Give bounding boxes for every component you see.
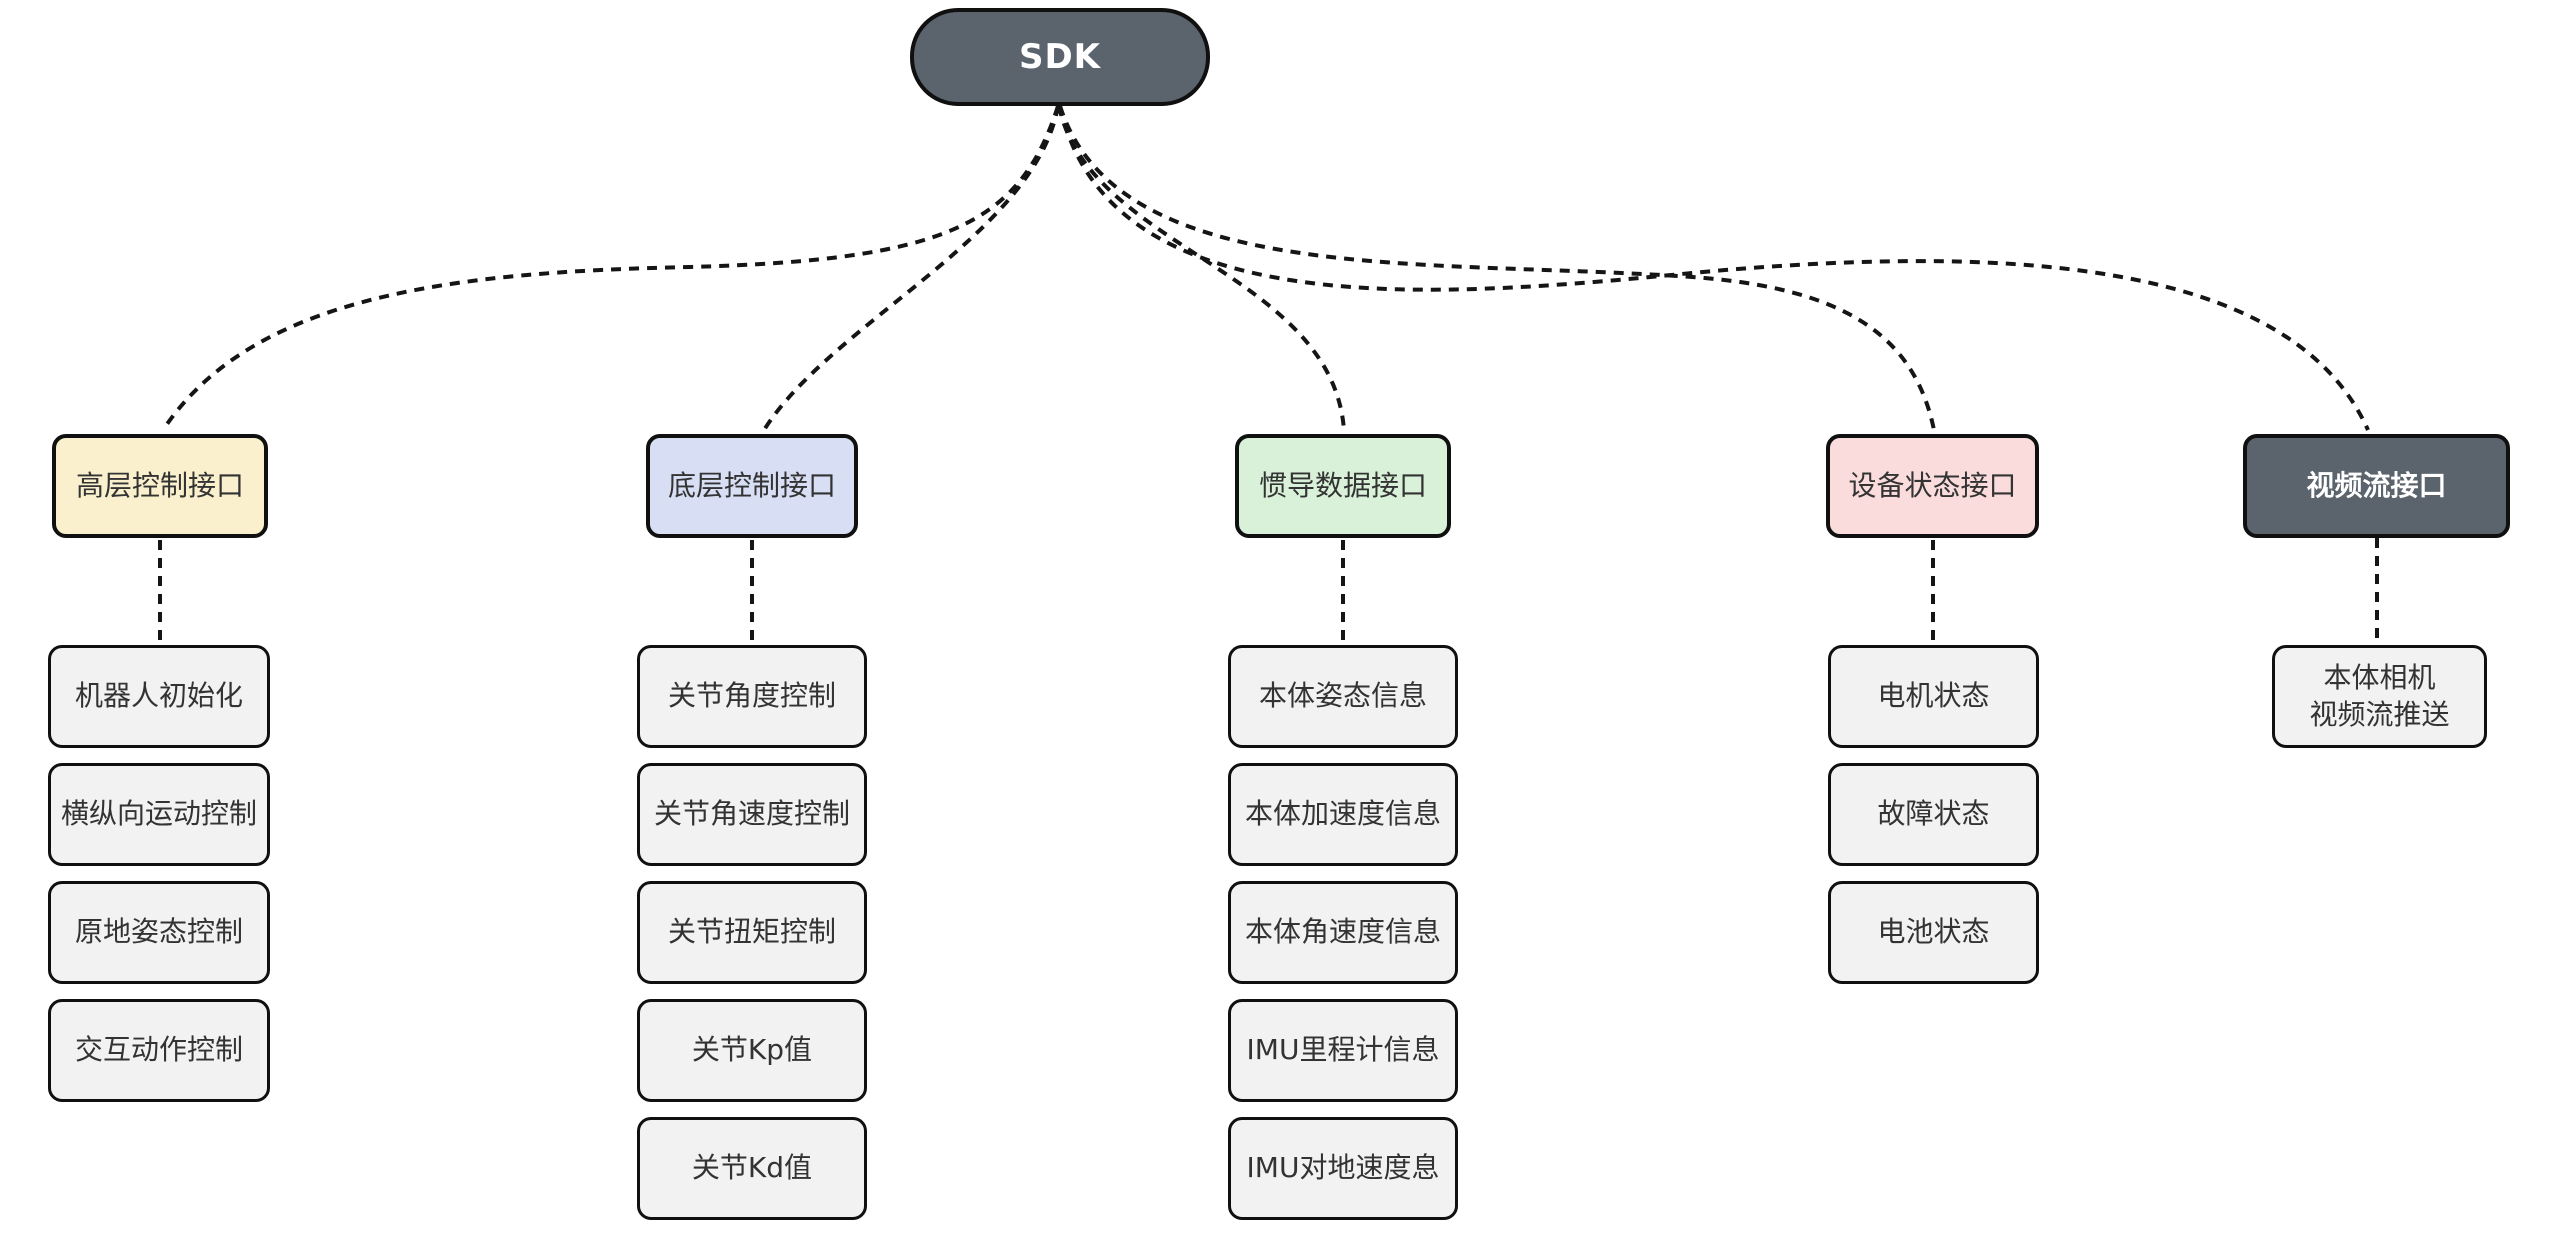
node-sdk: SDK xyxy=(910,8,1210,106)
child-node-robot-init: 机器人初始化 xyxy=(48,645,270,748)
edge-sdk-to-high-level xyxy=(161,105,1060,432)
category-node-video-stream: 视频流接口 xyxy=(2243,434,2510,538)
category-node-inertial-data: 惯导数据接口 xyxy=(1235,434,1451,538)
child-node-imu-odometry-info: IMU里程计信息 xyxy=(1228,999,1458,1102)
child-node-battery-status: 电池状态 xyxy=(1828,881,2039,984)
child-node-joint-kp: 关节Kp值 xyxy=(637,999,867,1102)
child-node-fault-status: 故障状态 xyxy=(1828,763,2039,866)
child-node-joint-torque: 关节扭矩控制 xyxy=(637,881,867,984)
edge-sdk-to-low-level xyxy=(762,105,1060,432)
edge-sdk-to-video-stream xyxy=(1058,105,2370,431)
edge-sdk-to-inertial xyxy=(1057,105,1346,431)
category-node-high-level-control: 高层控制接口 xyxy=(52,434,268,538)
child-node-body-angular-velocity-info: 本体角速度信息 xyxy=(1228,881,1458,984)
category-node-low-level-control: 底层控制接口 xyxy=(646,434,858,538)
child-node-body-camera-video-push: 本体相机 视频流推送 xyxy=(2272,645,2487,748)
child-node-in-place-posture: 原地姿态控制 xyxy=(48,881,270,984)
child-node-interactive-action: 交互动作控制 xyxy=(48,999,270,1102)
child-node-joint-angular-velocity: 关节角速度控制 xyxy=(637,763,867,866)
child-node-joint-angle: 关节角度控制 xyxy=(637,645,867,748)
child-node-body-posture-info: 本体姿态信息 xyxy=(1228,645,1458,748)
child-node-joint-kd: 关节Kd值 xyxy=(637,1117,867,1220)
child-node-imu-ground-speed-info: IMU对地速度息 xyxy=(1228,1117,1458,1220)
child-node-body-acceleration-info: 本体加速度信息 xyxy=(1228,763,1458,866)
child-node-lateral-longitudinal-motion: 横纵向运动控制 xyxy=(48,763,270,866)
edge-sdk-to-device-status xyxy=(1058,105,1936,431)
category-node-device-status: 设备状态接口 xyxy=(1826,434,2039,538)
child-node-motor-status: 电机状态 xyxy=(1828,645,2039,748)
